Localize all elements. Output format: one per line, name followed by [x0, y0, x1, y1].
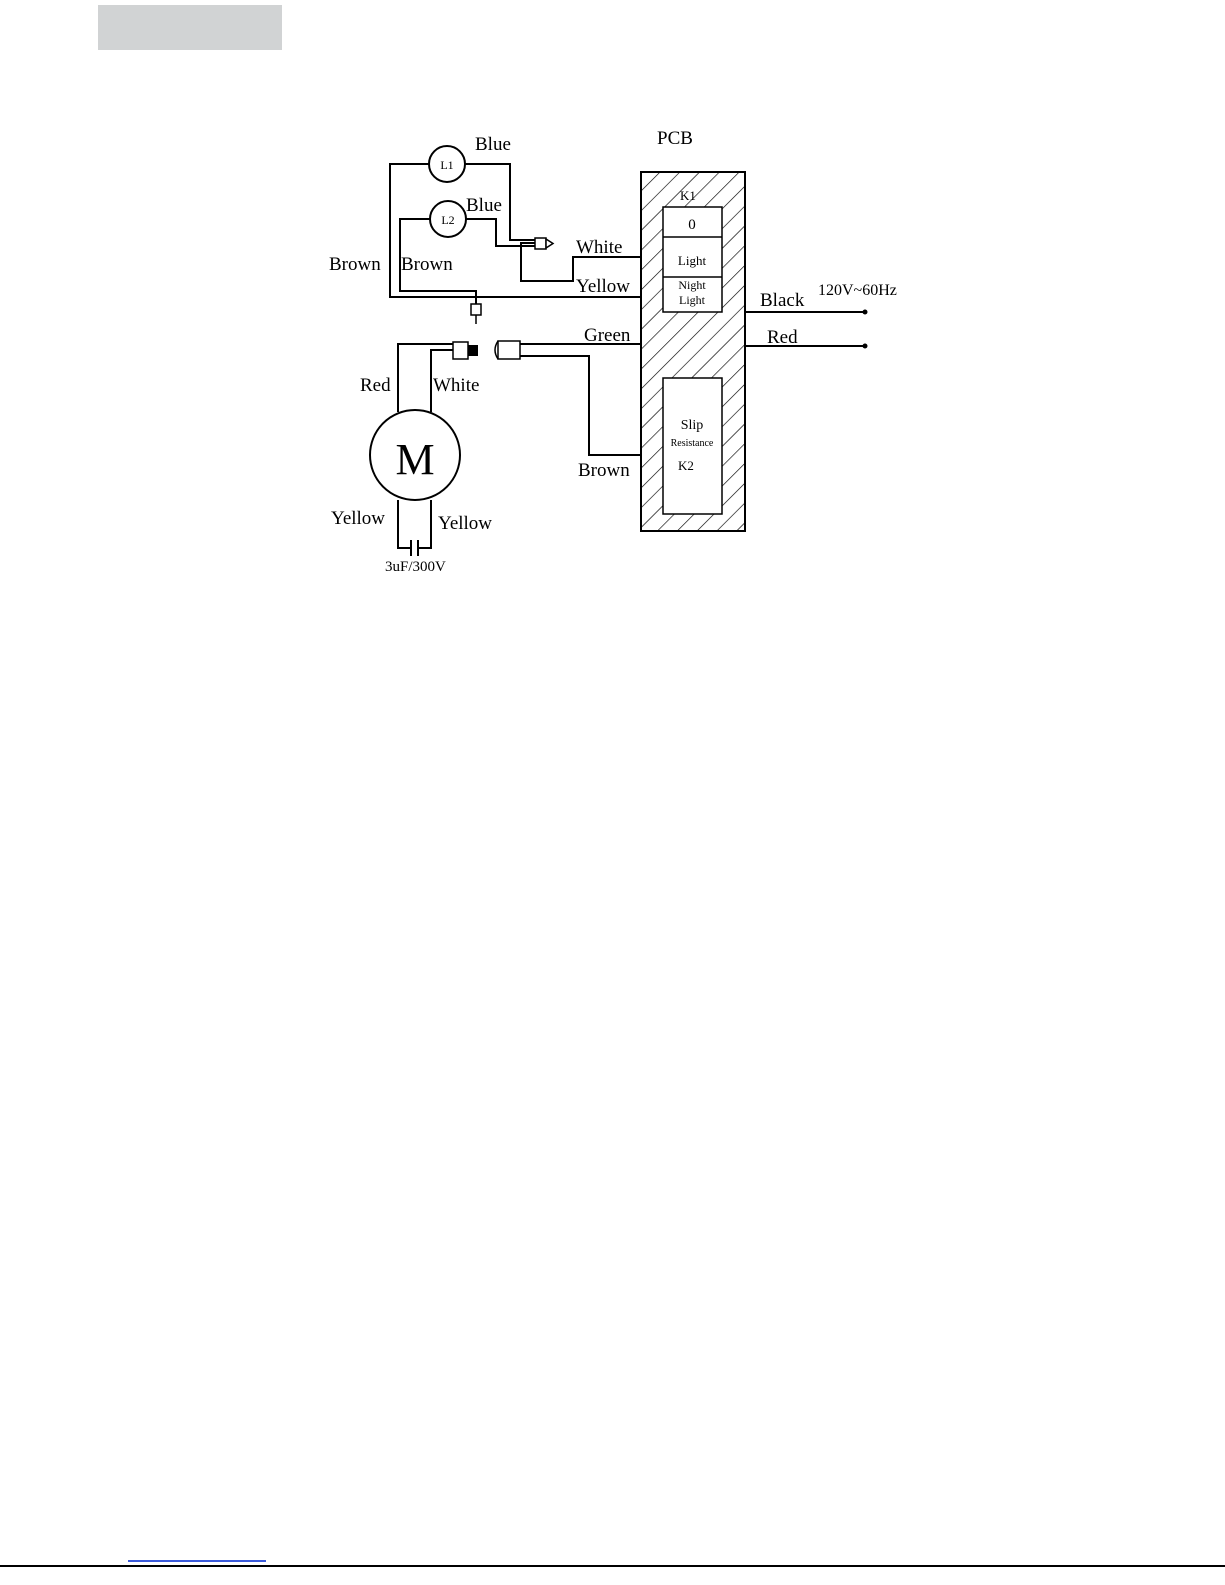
motor-red-label: Red — [360, 375, 391, 396]
supply-voltage-label: 120V~60Hz — [818, 282, 897, 299]
pcb-brown-label: Brown — [578, 460, 630, 481]
lamp-l1-label: L1 — [440, 158, 453, 172]
switch-k2-line-3: K2 — [678, 458, 694, 473]
lamp-l2-label: L2 — [441, 213, 454, 227]
pcb-yellow-label: Yellow — [576, 276, 630, 297]
brown-connector-plug-icon — [471, 304, 481, 324]
motor-connector-socket-icon — [495, 341, 520, 359]
supply-wiring — [745, 310, 868, 349]
switch-k1-position-light: Light — [678, 253, 707, 268]
pcb-green-label: Green — [584, 325, 631, 346]
bottom-rule — [0, 1565, 1225, 1567]
brown-outer-label: Brown — [329, 254, 381, 275]
cap-yellow-right-label: Yellow — [438, 513, 492, 534]
lamp1-blue-label: Blue — [475, 134, 511, 155]
motor-connector-plug-icon — [453, 342, 478, 359]
bottom-link-underline — [128, 1560, 266, 1562]
brown-inner-label: Brown — [401, 254, 453, 275]
switch-k1-label: K1 — [680, 188, 696, 203]
motor-label: M — [395, 435, 434, 484]
supply-red-label: Red — [767, 327, 798, 348]
lamp2-blue-label: Blue — [466, 195, 502, 216]
switch-k2-line-2: Resistance — [671, 438, 714, 449]
switch-k1-position-off: 0 — [688, 217, 696, 233]
pcb-label: PCB — [657, 128, 693, 149]
motor-white-label: White — [433, 375, 479, 396]
capacitor-label: 3uF/300V — [385, 559, 446, 575]
lamp-connector-plug-icon — [535, 238, 553, 249]
cap-yellow-left-label: Yellow — [331, 508, 385, 529]
switch-k2-line-1: Slip — [681, 418, 704, 433]
pcb-white-label: White — [576, 237, 622, 258]
brown-wire — [520, 356, 641, 455]
switch-k1-position-night: Night — [678, 278, 706, 292]
supply-black-label: Black — [760, 290, 805, 311]
switch-k1-position-night-light: Light — [679, 293, 706, 307]
